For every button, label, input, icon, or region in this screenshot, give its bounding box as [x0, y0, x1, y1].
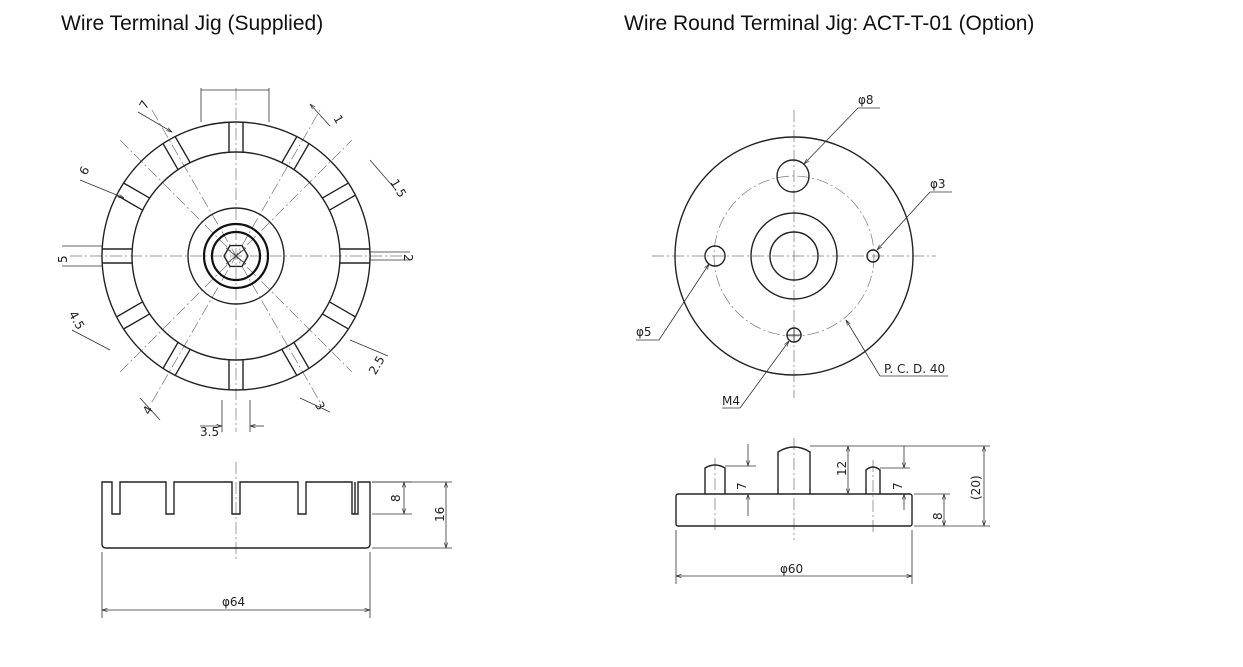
- radial-slot-edge: [162, 342, 179, 369]
- side-pin-left: [704, 464, 726, 494]
- pin-phi8: [776, 159, 810, 193]
- radial-slot-edge: [174, 349, 191, 376]
- outer-ring: [101, 121, 371, 391]
- dim-3-5: 3.5: [200, 425, 219, 439]
- label-m4: M4: [722, 394, 740, 408]
- radial-slot-edge: [322, 313, 349, 330]
- radial-slot-edge: [281, 349, 298, 376]
- dim-6: 6: [76, 164, 92, 178]
- boss-outer: [750, 212, 838, 300]
- hub-bore: [202, 222, 270, 290]
- radial-slot-edge: [116, 194, 143, 211]
- dim-diameter-64: φ64: [222, 595, 245, 609]
- dim-5: 5: [56, 255, 70, 263]
- boss-inner: [769, 231, 819, 281]
- title-round-terminal-jig: Wire Round Terminal Jig: ACT-T-01 (Optio…: [624, 12, 1035, 35]
- label-phi3: φ3: [930, 177, 946, 191]
- radial-slot-edge: [174, 136, 191, 163]
- title-wire-terminal-jig: Wire Terminal Jig (Supplied): [61, 12, 324, 35]
- dim-1-5: 1.5: [387, 177, 409, 201]
- radial-slot-edge: [281, 136, 298, 163]
- dim-1: 1: [330, 113, 346, 127]
- side-pin-center: [777, 446, 811, 494]
- dim-7: 7: [136, 98, 152, 112]
- dim-diameter-60: φ60: [780, 562, 803, 576]
- hex-socket: [223, 244, 249, 268]
- dim-pin-left-7: 7: [735, 482, 749, 490]
- label-phi5: φ5: [636, 325, 652, 339]
- left-side-view: 8 16 φ64: [101, 462, 452, 618]
- dim-base-8: 8: [931, 512, 945, 520]
- pin-phi3: [866, 249, 880, 263]
- hub-inner: [210, 230, 262, 282]
- radial-slot-edge: [322, 182, 349, 199]
- dim-slot-depth: 8: [389, 494, 403, 502]
- side-pin-right: [865, 466, 881, 494]
- round-plate: [674, 136, 914, 376]
- label-pcd-40: P. C. D. 40: [884, 362, 945, 376]
- dim-2-5: 2.5: [366, 353, 388, 377]
- base-plate: [675, 493, 913, 527]
- label-phi8: φ8: [858, 93, 874, 107]
- radial-slot-edge: [162, 143, 179, 170]
- dim-4-5: 4.5: [66, 309, 88, 333]
- dim-pin-center-12: 12: [835, 461, 849, 476]
- radial-slot-edge: [293, 342, 310, 369]
- right-top-view: φ8 φ3 φ5 P. C. D. 40 M4: [636, 93, 952, 409]
- dim-pin-right-7: 7: [891, 482, 905, 490]
- hub-ring: [187, 207, 285, 305]
- side-body-left: [101, 481, 371, 549]
- radial-slot-edge: [329, 301, 356, 318]
- dim-overall-20: (20): [969, 475, 983, 500]
- dim-4: 4: [140, 403, 156, 417]
- dim-2: 2: [401, 254, 415, 262]
- pin-phi5: [704, 245, 726, 267]
- dim-3: 3: [312, 399, 328, 413]
- radial-slot-edge: [116, 301, 143, 318]
- radial-slot-edge: [123, 313, 150, 330]
- radial-slot-edge: [329, 194, 356, 211]
- dim-height: 16: [433, 507, 447, 522]
- right-side-view: 7 12 7 8 (20) φ60: [675, 438, 990, 584]
- left-top-view: 7 1 6 1.5 5 2 4.5 2.5 4 3 3.5: [56, 88, 415, 439]
- radial-slot-edge: [123, 182, 150, 199]
- inner-ring: [131, 151, 341, 361]
- radial-slot-edge: [293, 143, 310, 170]
